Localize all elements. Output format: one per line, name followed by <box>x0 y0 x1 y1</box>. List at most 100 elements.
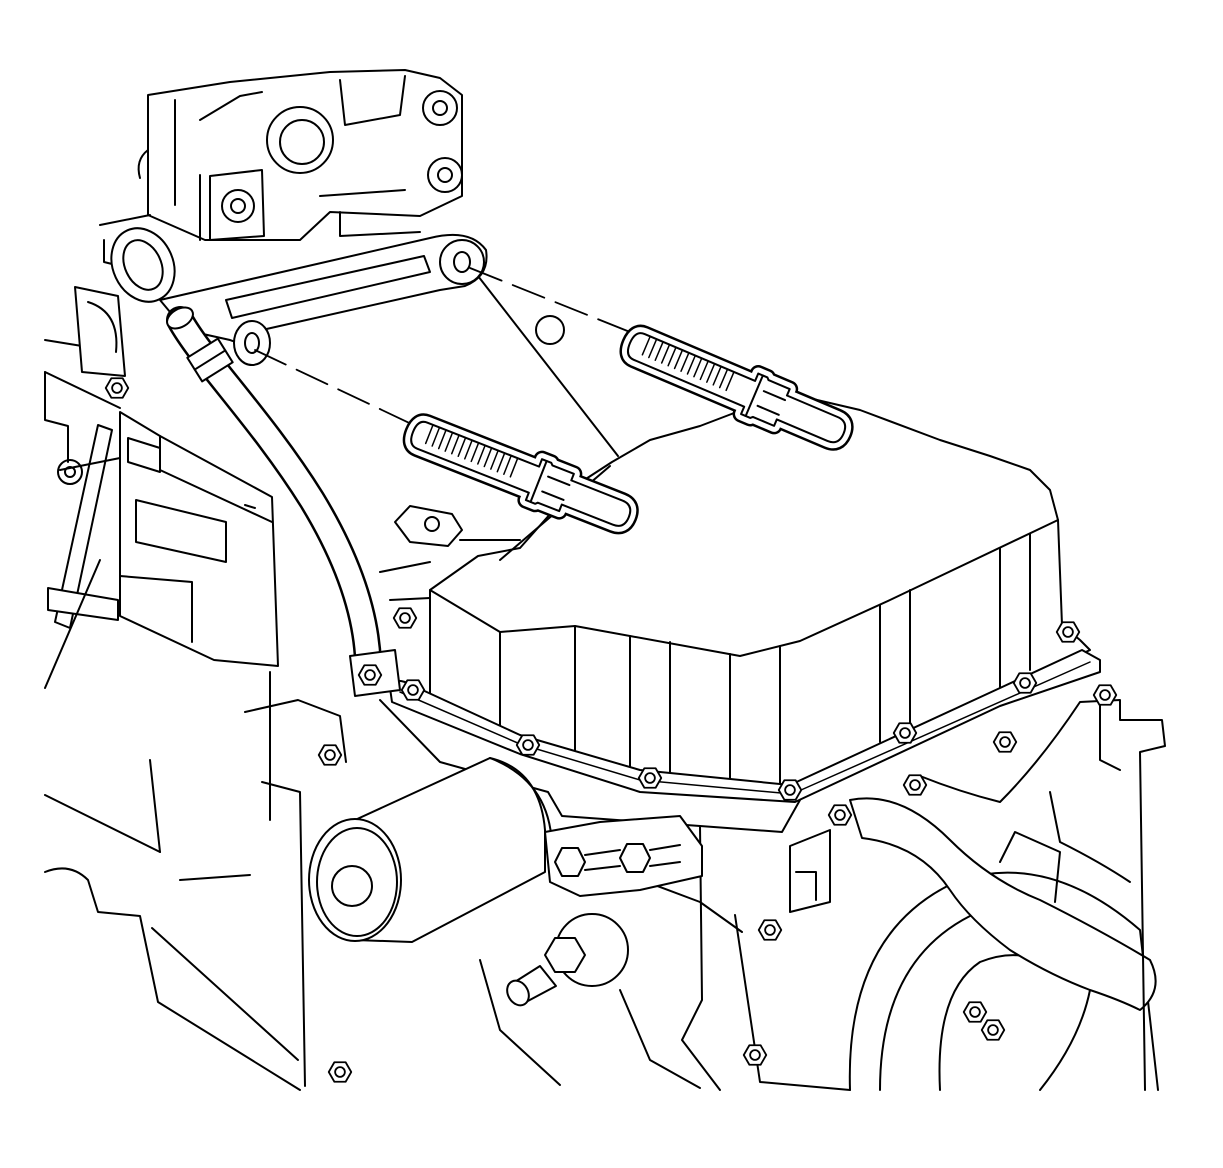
exhaust-manifold <box>849 699 1166 1091</box>
support-bracket-body <box>159 233 488 343</box>
pan-flange-bolt <box>1012 672 1038 694</box>
left-engine-side <box>44 286 347 1091</box>
side-cover-panel <box>135 499 227 563</box>
oil-pressure-sensor <box>506 913 629 1007</box>
block-boss <box>221 189 255 223</box>
bell-housing-arc <box>938 954 1071 1091</box>
left-rod-line <box>59 457 121 471</box>
bracket-boss-hole <box>244 332 260 354</box>
stud-bolt-threads <box>424 424 519 478</box>
transmission-line <box>261 781 306 1087</box>
manifold-bolt <box>902 774 928 796</box>
block-bracket <box>394 505 463 547</box>
alignment-dashed-line <box>254 349 421 429</box>
oil-pan-boss <box>535 315 565 345</box>
left-block-boss <box>74 286 126 377</box>
support-bracket <box>110 227 488 366</box>
bolt-alignment-lines <box>254 267 641 429</box>
bracket-clamp <box>127 437 161 473</box>
oil-filter <box>308 757 553 943</box>
lower-block-line <box>379 699 801 833</box>
frame-bolt <box>317 744 343 766</box>
alignment-dashed-line <box>469 267 641 337</box>
right-bracket-line <box>795 871 817 901</box>
side-cover-fastener <box>244 504 256 509</box>
bracket-clamp <box>47 587 119 621</box>
pan-flange-bolt <box>892 722 918 744</box>
lower-block-line <box>379 561 431 573</box>
highlighted-stud-bolt-left <box>402 413 639 535</box>
block-bolt <box>104 377 130 399</box>
transmission-line <box>151 927 299 1061</box>
transmission-line <box>44 794 161 853</box>
block-bolt <box>742 1044 768 1066</box>
upper-block-line <box>319 189 406 197</box>
upper-block-line <box>199 91 263 121</box>
left-rod-line <box>44 559 101 689</box>
oil-filter-adapter <box>544 815 703 897</box>
transmission-line <box>179 874 251 881</box>
block-boss <box>422 90 458 126</box>
lower-block-line <box>479 959 561 1086</box>
left-side-line <box>44 371 121 409</box>
manifold-line <box>1099 704 1121 771</box>
oil-filter-face-rim <box>316 827 398 937</box>
manifold-line <box>1049 791 1131 883</box>
block-bolt <box>757 919 783 941</box>
lower-block-line <box>681 825 721 1091</box>
upper-block-line <box>339 211 421 237</box>
pan-flange-bolt <box>637 767 663 789</box>
stud-bolt-washer <box>529 460 548 503</box>
bell-housing-arc <box>879 915 971 1091</box>
transmission-line <box>44 867 301 1091</box>
housing-bolt <box>980 1019 1006 1041</box>
bracket-boss <box>233 320 271 366</box>
left-side-line <box>44 339 83 347</box>
manifold-bolt <box>992 731 1018 753</box>
sensor-connector-end <box>506 979 530 1007</box>
pan-flange-bolt <box>777 779 803 801</box>
pan-flange-bolt <box>400 679 426 701</box>
block-bolt <box>827 804 853 826</box>
oil-level-indicator-tube <box>166 306 401 697</box>
adapter-fitting-line <box>584 844 681 871</box>
upper-block-line <box>99 214 151 226</box>
upper-block-line <box>137 149 149 179</box>
stud-bolt-body <box>410 420 632 527</box>
lower-block-line <box>389 597 431 601</box>
pan-flange-bolt <box>1092 684 1118 706</box>
stud-bolt-washer <box>744 374 764 417</box>
oil-pan <box>429 275 1091 791</box>
oil-pan-top-edge <box>477 275 619 457</box>
bell-housing-arc <box>1039 989 1091 1091</box>
stud-bolt-body <box>626 332 847 444</box>
stud-bolt-hex-faces <box>756 390 787 416</box>
upper-engine-block <box>99 69 463 267</box>
engine-block-lower <box>379 505 851 1091</box>
transmission-line <box>244 699 347 763</box>
block-bolt <box>392 607 418 629</box>
tube-seal-ring-line <box>193 349 227 371</box>
block-boss-hole <box>230 198 246 214</box>
lower-block-line <box>619 989 701 1089</box>
stud-bolt-hex-faces <box>541 475 571 501</box>
sensor-hex <box>544 937 586 973</box>
support-bracket-window <box>225 255 431 319</box>
cam-plug-inner <box>279 119 325 165</box>
left-block-boss-curve <box>87 301 118 353</box>
frame-bolt <box>327 1061 353 1083</box>
manifold-line <box>999 831 1061 903</box>
housing-bolt <box>962 1001 988 1023</box>
tube-mount-bolt <box>357 664 383 686</box>
block-boss <box>427 157 463 193</box>
stud-bolt-threads <box>641 335 735 392</box>
block-boss-hole <box>437 167 453 183</box>
bracket-boss <box>439 239 485 285</box>
oil-filter-center <box>331 865 373 907</box>
tube-top <box>166 306 194 330</box>
transmission-line <box>149 759 161 853</box>
pan-flange-bolt <box>515 734 541 756</box>
highlighted-stud-bolt-right <box>619 324 854 451</box>
oil-filter-face <box>308 818 402 942</box>
